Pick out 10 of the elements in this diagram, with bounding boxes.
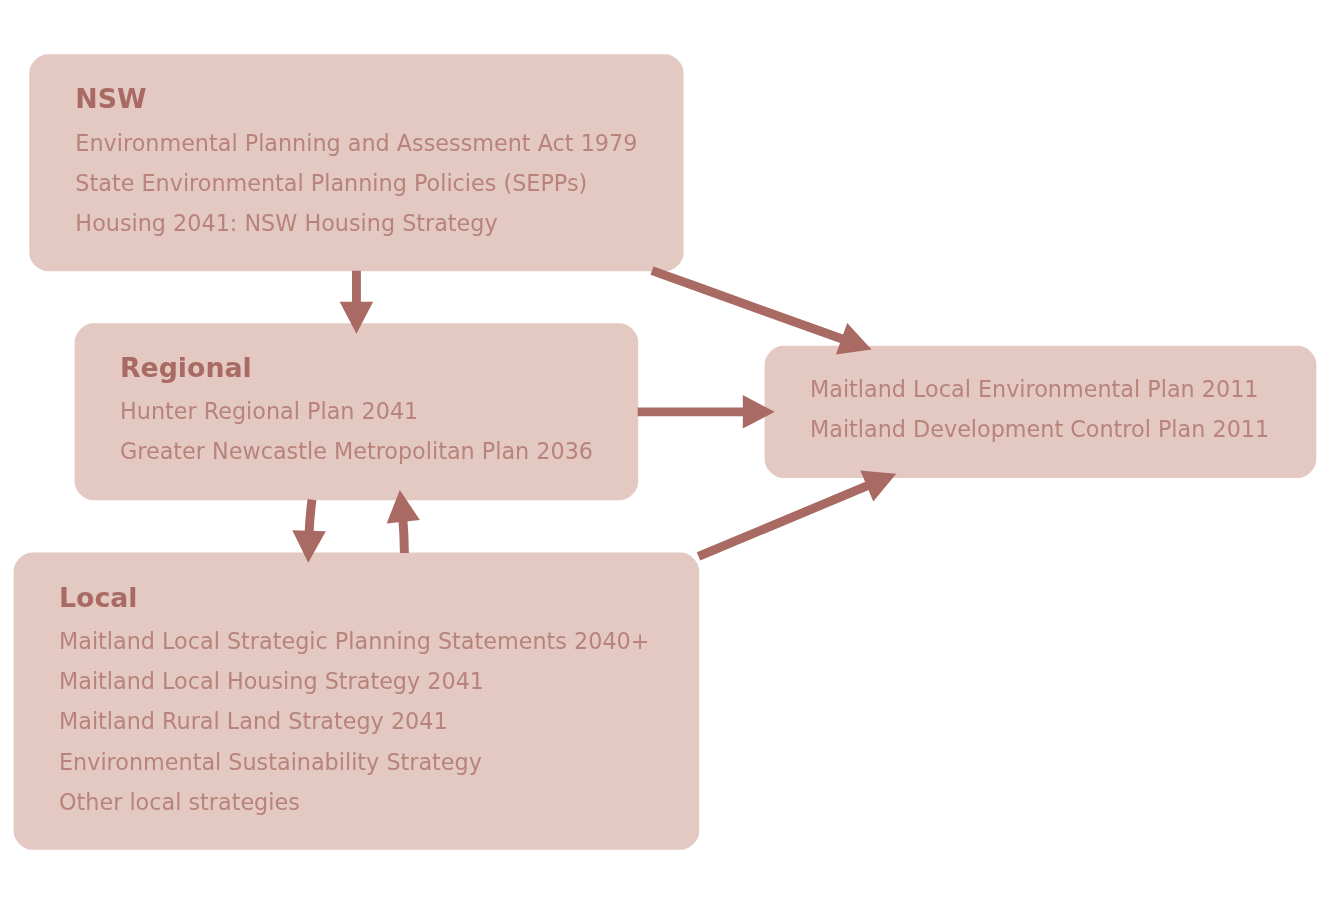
arrow [339, 270, 374, 334]
arrow [386, 490, 420, 554]
node-box: Maitland Local Environmental Plan 2011 Maitland Development Control Plan 2011 [764, 345, 1317, 479]
node-box: Local Maitland Local Strategic Planning Statements 2040+ Maitland Local Housing Strategy 2041 Maitland Rural Land Strategy 2041 Environmental Sustainability Strategy Other local strategies [13, 552, 700, 850]
arrow [696, 470, 897, 561]
node-box: Regional Hunter Regional Plan 2041 Greater Newcastle Metropolitan Plan 2036 [74, 323, 639, 501]
arrow [637, 395, 775, 429]
arrow [292, 499, 326, 563]
arrow [650, 266, 872, 355]
node-box: NSW Environmental Planning and Assessment Act 1979 State Environmental Planning Policies (SEPPs) Housing 2041: NSW Housing Strategy [29, 54, 684, 272]
